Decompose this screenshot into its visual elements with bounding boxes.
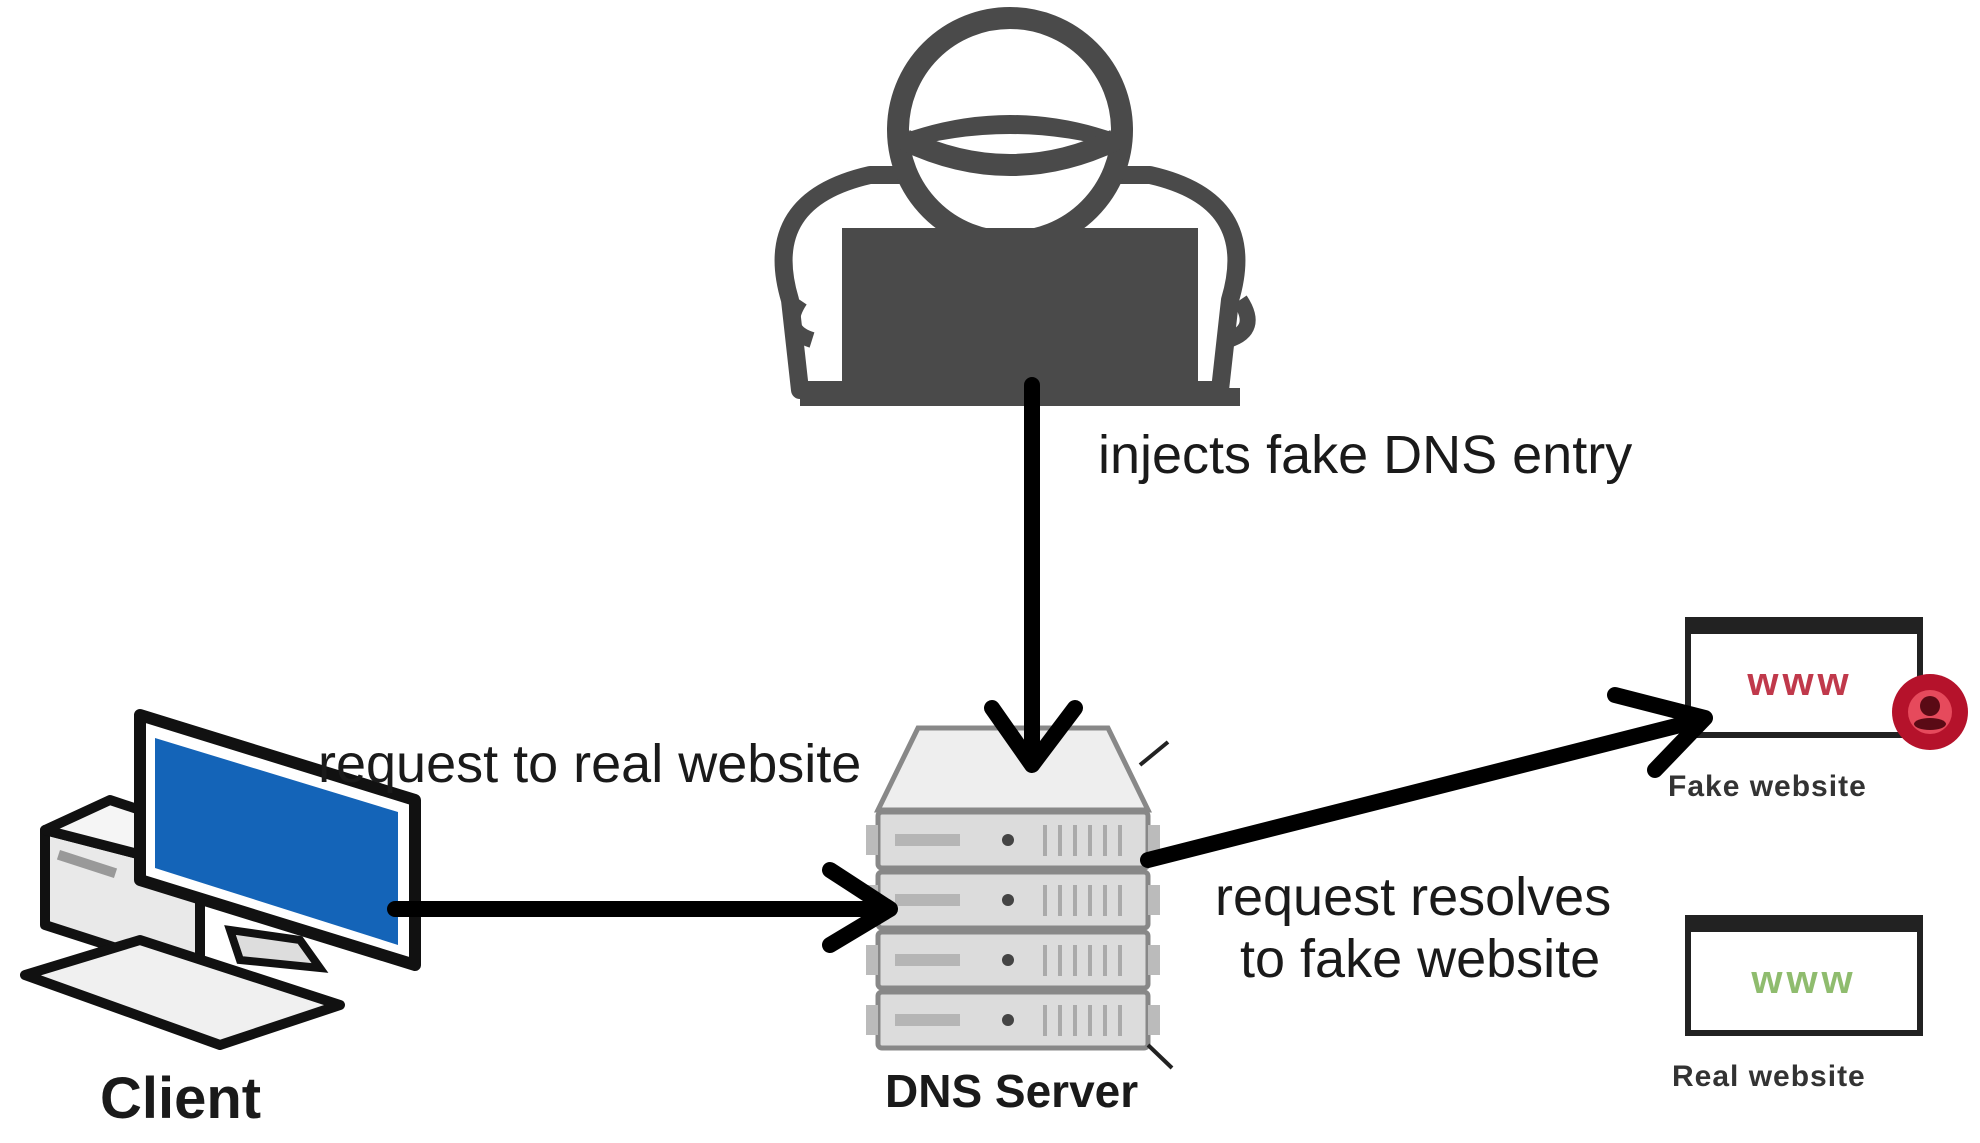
browser-window-icon: www	[1685, 617, 1923, 738]
edge-label-resolves-line2: to fake website	[1240, 929, 1601, 989]
server-unit-1	[875, 809, 1151, 871]
hacker-icon	[774, 7, 1256, 406]
server-rack-icon	[866, 725, 1174, 1070]
edge-label-resolves-line1: request resolves	[1215, 867, 1612, 927]
server-unit-4	[875, 989, 1151, 1051]
client-keyboard	[20, 935, 345, 1050]
server-unit-2	[875, 869, 1151, 931]
attacker-mask	[900, 115, 1120, 150]
fake-website-www: www	[1746, 660, 1852, 704]
desktop-computer-icon	[20, 709, 421, 1050]
node-label-real-website: Real website	[1672, 1060, 1866, 1093]
arrow-attacker-to-dns	[984, 377, 1083, 773]
client-monitor-screen	[155, 738, 398, 945]
attacker-body	[774, 166, 1246, 399]
real-website-www: www	[1750, 958, 1856, 1002]
attacker-laptop	[842, 228, 1198, 388]
attacker-laptop-base	[800, 388, 1240, 406]
server-unit-3	[875, 929, 1151, 991]
edge-label-injects: injects fake DNS entry	[1098, 425, 1633, 485]
browser-window-icon: www	[1685, 915, 1923, 1036]
fake-website-window	[1685, 617, 1923, 738]
node-label-dns-server: DNS Server	[885, 1065, 1139, 1117]
warning-badge-icon	[1892, 674, 1968, 750]
edge-label-request-real: request to real website	[318, 734, 862, 794]
node-label-client: Client	[100, 1066, 262, 1131]
real-website-window	[1685, 915, 1923, 1036]
node-label-fake-website: Fake website	[1668, 770, 1867, 803]
arrow-dns-to-fake-website	[1140, 687, 1713, 868]
arrow-client-to-dns	[387, 862, 898, 953]
